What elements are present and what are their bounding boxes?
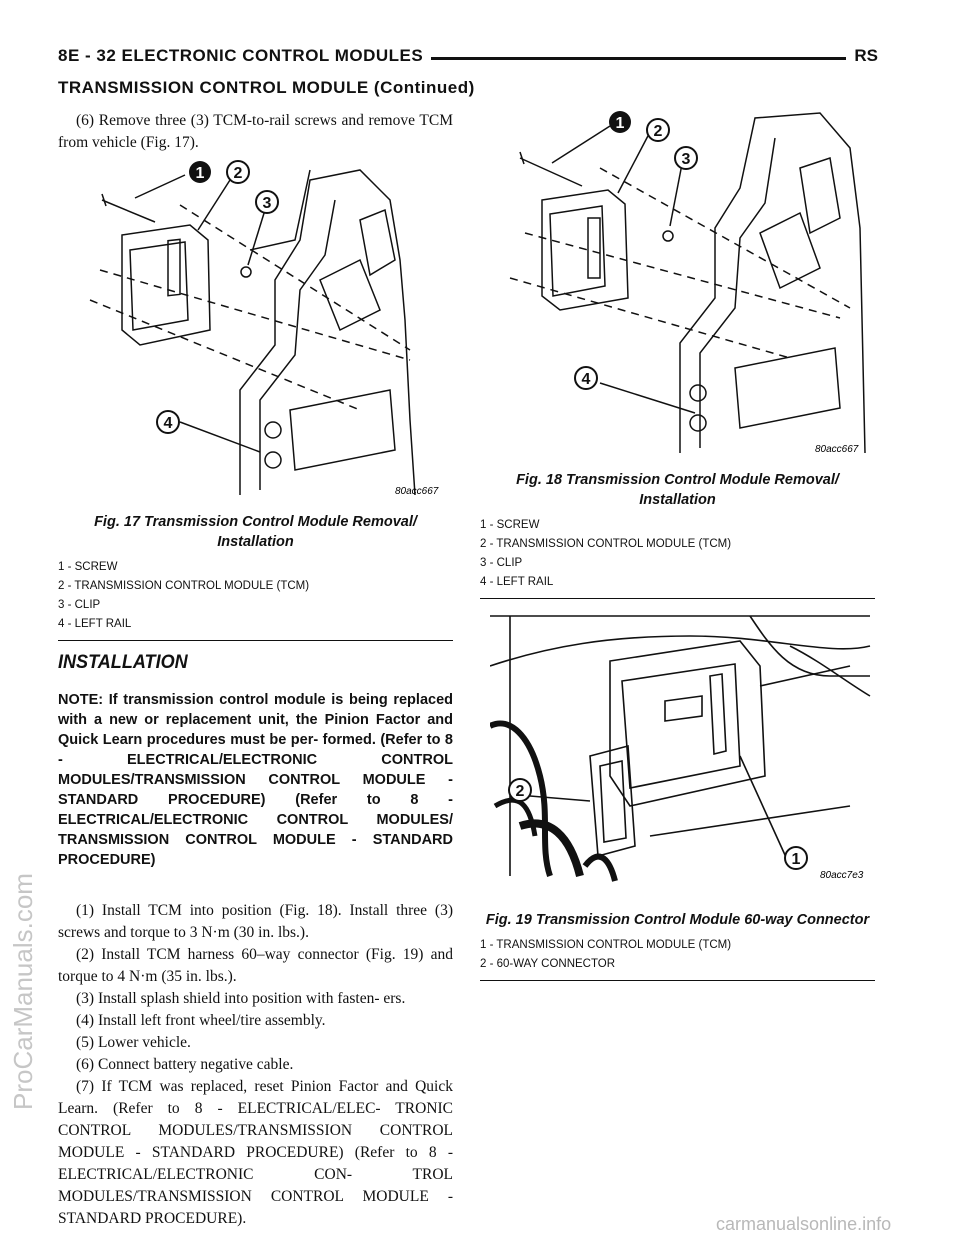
fig17-drawing: 1 2 3 4 80acc667 <box>89 160 439 497</box>
header-rule <box>58 57 878 60</box>
fig17-callout-3: 3 <box>263 195 272 212</box>
fig17-callout-2: 2 <box>234 165 243 182</box>
install-step: (2) Install TCM harness 60–way connector… <box>58 946 453 985</box>
fig19-illustration: 2 1 80acc7e3 <box>488 606 875 886</box>
fig17-callout-1: 1 <box>196 165 205 182</box>
fig19-code: 80acc7e3 <box>820 870 864 881</box>
header-code: RS <box>846 46 878 66</box>
fig18-code: 80acc667 <box>815 444 859 455</box>
fig17-code: 80acc667 <box>395 486 439 497</box>
fig17-callout-4: 4 <box>164 415 173 432</box>
header-title: 8E - 32 ELECTRONIC CONTROL MODULES <box>58 46 432 66</box>
fig19-drawing: 2 1 80acc7e3 <box>488 615 871 882</box>
fig17-illustration: 1 2 3 4 80acc667 <box>60 160 455 500</box>
section-title: TRANSMISSION CONTROL MODULE (Continued) <box>58 78 475 97</box>
fig17-caption: Fig. 17 Transmission Control Module Remo… <box>94 514 417 550</box>
install-step: (3) Install splash shield into position … <box>76 990 406 1007</box>
side-watermark: ProCarManuals.com <box>8 873 38 1110</box>
fig17-legend-item: 1 - SCREW <box>58 561 118 573</box>
removal-step-6-text: (6) Remove three (3) TCM-to-rail screws … <box>58 112 453 151</box>
fig18-caption: Fig. 18 Transmission Control Module Remo… <box>516 472 839 508</box>
install-step: (7) If TCM was replaced, reset Pinion Fa… <box>58 1078 453 1227</box>
fig18-legend-item: 4 - LEFT RAIL <box>480 576 554 588</box>
fig18-callout-3: 3 <box>682 151 691 168</box>
fig18-legend-item: 3 - CLIP <box>480 557 523 569</box>
fig19-caption-block: Fig. 19 Transmission Control Module 60-w… <box>480 910 875 981</box>
fig19-legend: 1 - TRANSMISSION CONTROL MODULE (TCM) 2 … <box>480 936 875 981</box>
fig18-illustration: 1 2 3 4 80acc667 <box>490 108 875 458</box>
fig17-caption-block: Fig. 17 Transmission Control Module Remo… <box>58 512 453 641</box>
fig17-legend-item: 4 - LEFT RAIL <box>58 618 132 630</box>
installation-heading: INSTALLATION <box>58 652 188 673</box>
fig18-legend-item: 2 - TRANSMISSION CONTROL MODULE (TCM) <box>480 538 732 550</box>
fig17-legend-item: 2 - TRANSMISSION CONTROL MODULE (TCM) <box>58 580 310 592</box>
fig18-callout-2: 2 <box>654 123 663 140</box>
fig19-callout-2: 2 <box>516 783 525 800</box>
fig19-callout-1: 1 <box>792 851 801 868</box>
fig18-caption-block: Fig. 18 Transmission Control Module Remo… <box>480 470 875 599</box>
install-step: (6) Connect battery negative cable. <box>76 1056 294 1073</box>
installation-note: NOTE: If transmission control module is … <box>58 692 453 868</box>
bottom-watermark: carmanualsonline.info <box>716 1214 892 1234</box>
fig19-caption: Fig. 19 Transmission Control Module 60-w… <box>485 912 870 928</box>
fig17-legend-item: 3 - CLIP <box>58 599 101 611</box>
fig19-legend-item: 2 - 60-WAY CONNECTOR <box>480 958 616 970</box>
removal-step-6: (6) Remove three (3) TCM-to-rail screws … <box>58 110 453 154</box>
fig18-legend-item: 1 - SCREW <box>480 519 540 531</box>
install-step: (1) Install TCM into position (Fig. 18).… <box>58 902 453 941</box>
page-header: 8E - 32 ELECTRONIC CONTROL MODULES RS <box>58 46 878 72</box>
install-step: (4) Install left front wheel/tire assemb… <box>76 1012 326 1029</box>
install-step: (5) Lower vehicle. <box>76 1034 191 1051</box>
fig17-legend: 1 - SCREW 2 - TRANSMISSION CONTROL MODUL… <box>58 558 453 641</box>
fig18-legend: 1 - SCREW 2 - TRANSMISSION CONTROL MODUL… <box>480 516 875 599</box>
fig18-drawing: 1 2 3 4 80acc667 <box>509 111 866 455</box>
fig18-callout-4: 4 <box>582 371 591 388</box>
fig19-legend-item: 1 - TRANSMISSION CONTROL MODULE (TCM) <box>480 939 732 951</box>
fig18-callout-1: 1 <box>616 115 625 132</box>
installation-steps: (1) Install TCM into position (Fig. 18).… <box>58 900 453 1230</box>
